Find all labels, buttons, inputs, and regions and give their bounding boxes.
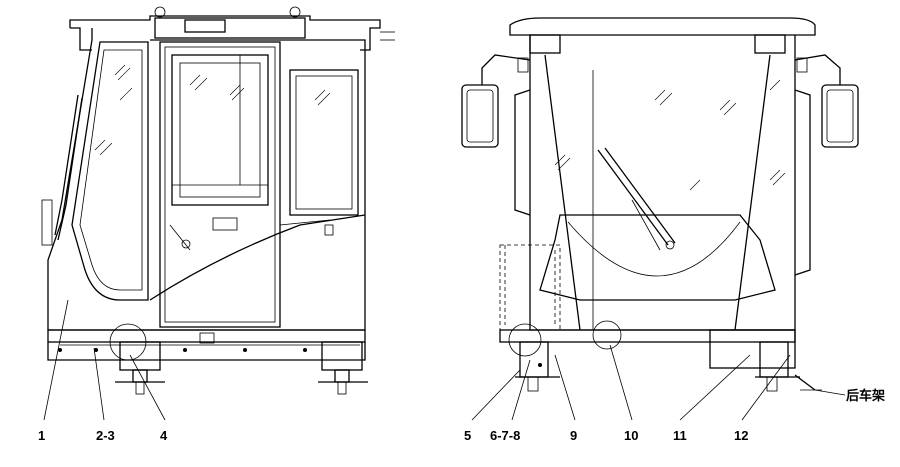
label-11: 11: [673, 428, 687, 443]
label-1: 1: [38, 428, 45, 443]
label-9: 9: [570, 428, 577, 443]
label-4: 4: [160, 428, 168, 443]
label-10: 10: [624, 428, 638, 443]
leaders-right: [471, 344, 846, 421]
label-6-7-8: 6-7-8: [490, 428, 520, 443]
cab-rear-view: [461, 17, 859, 392]
cab-side-view: [41, 6, 395, 395]
label-rear-frame: 后车架: [846, 388, 885, 403]
leaders-left: [43, 299, 166, 421]
label-12: 12: [734, 428, 748, 443]
label-2-3: 2-3: [96, 428, 115, 443]
label-5: 5: [464, 428, 471, 443]
part-labels: 1 2-3 4 5 6-7-8 9 10 11 12 后车架: [38, 388, 885, 443]
